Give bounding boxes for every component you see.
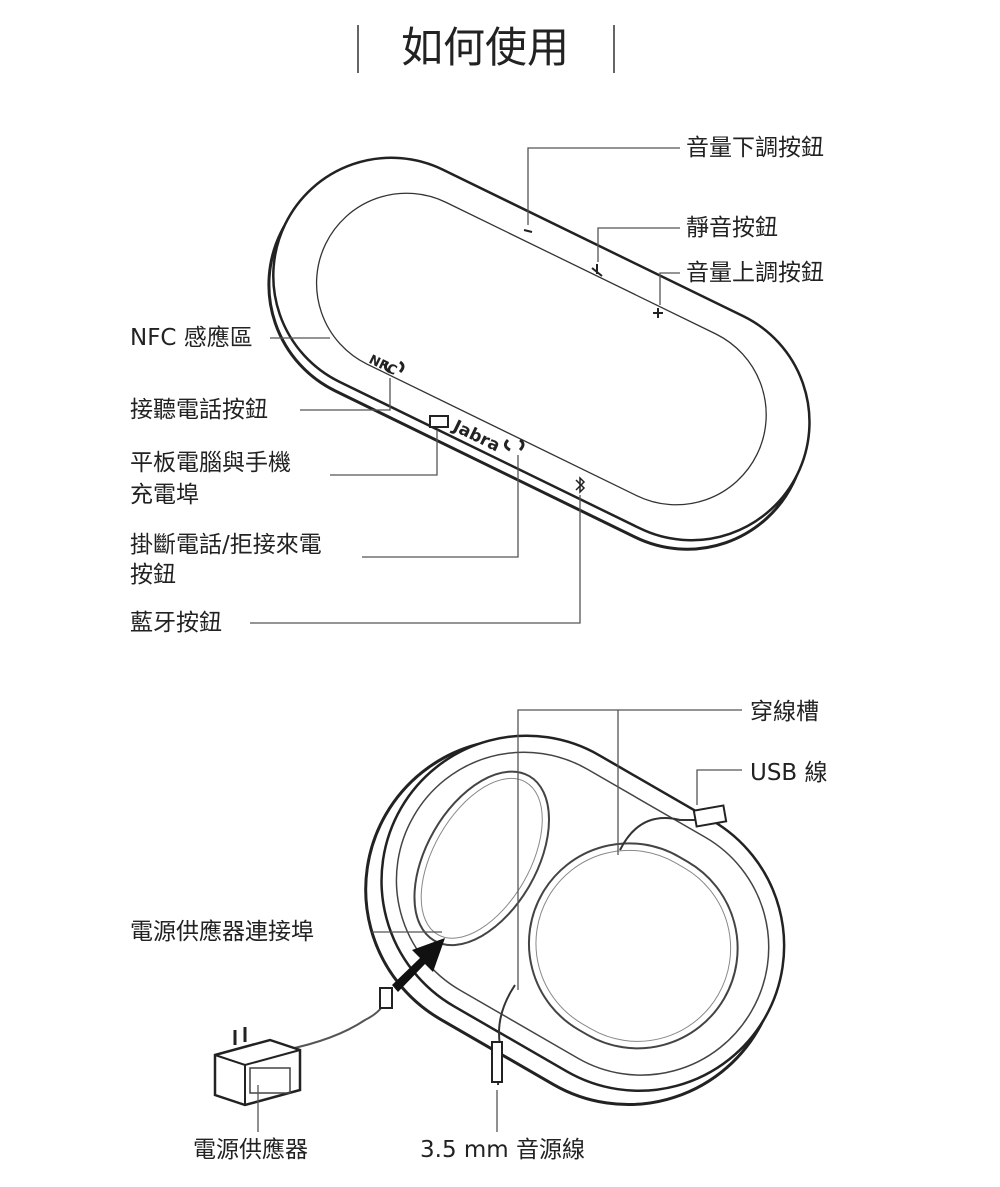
label-power-supply: 電源供應器 (193, 1137, 308, 1163)
speakerphone-top-view: NFC Jabra (267, 156, 811, 551)
charge-port-icon (429, 415, 449, 428)
label-usb-cable: USB 線 (750, 760, 828, 786)
usb-plug (692, 804, 728, 828)
label-cable-groove: 穿線槽 (750, 699, 819, 725)
label-answer: 接聽電話按鈕 (130, 397, 268, 423)
power-adapter (213, 1027, 302, 1107)
label-end-call-2: 按鈕 (130, 562, 176, 588)
usb-cable (619, 817, 700, 851)
label-mute: 靜音按鈕 (686, 215, 778, 241)
audio-plug (491, 1041, 503, 1083)
power-cable (284, 994, 388, 1051)
page-title: 如何使用 (400, 23, 569, 72)
volume-down-icon (523, 229, 533, 233)
bluetooth-icon (575, 476, 586, 494)
volume-up-icon (653, 308, 663, 318)
label-bluetooth: 藍牙按鈕 (130, 610, 222, 636)
label-volume-up: 音量上調按鈕 (686, 260, 824, 286)
end-call-icon (503, 438, 525, 452)
label-nfc: NFC 感應區 (130, 325, 253, 351)
label-volume-down: 音量下調按鈕 (686, 135, 824, 161)
answer-call-icon (383, 360, 405, 374)
speakerphone-bottom-view (364, 734, 786, 1106)
label-audio-cable: 3.5 mm 音源線 (420, 1137, 586, 1163)
label-charge-port-2: 充電埠 (130, 482, 199, 508)
bottom-leader-lines (257, 709, 742, 1132)
mute-icon (591, 264, 603, 277)
label-end-call-1: 掛斷電話/拒接來電 (130, 532, 322, 558)
top-leader-lines (250, 147, 680, 624)
arrow-icon (392, 938, 445, 992)
label-charge-port-1: 平板電腦與手機 (130, 450, 291, 476)
label-power-port: 電源供應器連接埠 (130, 919, 314, 945)
power-plug (379, 987, 393, 1009)
